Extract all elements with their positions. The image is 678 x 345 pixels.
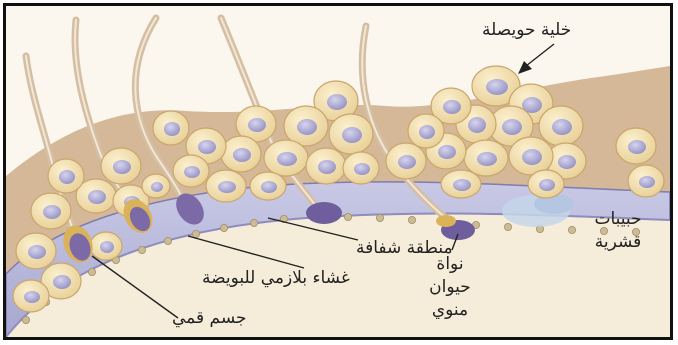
label-sperm-nucleus-line2: حيوان (420, 277, 480, 297)
leader-follicle-cell (526, 44, 554, 66)
follicle-cell-nucleus (43, 205, 61, 219)
follicle-cell (13, 280, 49, 312)
cortical-granule (250, 219, 257, 226)
label-follicle-cell: خلية حويصلة (482, 20, 571, 40)
follicle-cell-nucleus (184, 166, 200, 178)
follicle-cell (528, 170, 564, 198)
follicle-cell (386, 143, 426, 179)
follicle-cell-nucleus (261, 181, 277, 193)
follicle-cell-nucleus (468, 117, 486, 133)
cortical-granule (504, 223, 511, 230)
cortical-granule (220, 224, 227, 231)
follicle-cell (16, 233, 56, 269)
cortical-granule (344, 213, 351, 220)
follicle-cell-nucleus (59, 170, 75, 184)
follicle-cell-nucleus (327, 94, 347, 110)
follicle-cell-nucleus (24, 291, 40, 303)
follicle-cell-nucleus (477, 152, 497, 166)
label-acrosome: جسم قمي (172, 308, 247, 328)
follicle-cell (90, 232, 122, 260)
follicle-cell (48, 159, 84, 193)
follicle-cell (264, 140, 308, 176)
follicle-cell-nucleus (318, 160, 336, 174)
cortical-granule (192, 230, 199, 237)
follicle-cell (206, 170, 246, 202)
follicle-cell (221, 136, 261, 172)
cortical-granule (88, 268, 95, 275)
follicle-cell-nucleus (628, 140, 646, 154)
follicle-cell-nucleus (552, 119, 572, 135)
follicle-cell (441, 170, 481, 198)
follicle-cell-nucleus (539, 179, 555, 191)
follicle-cell-nucleus (53, 275, 71, 289)
cortical-granule (138, 246, 145, 253)
follicle-cell (153, 111, 189, 145)
label-plasma-membrane: غشاء بلازمي للبويضة (202, 268, 350, 288)
follicle-cell-nucleus (100, 241, 114, 253)
label-sperm-nucleus-line3: منوي (420, 300, 480, 320)
follicle-cell-nucleus (277, 152, 297, 166)
follicle-cell-nucleus (151, 182, 163, 192)
follicle-cell (464, 140, 508, 176)
follicle-cell-nucleus (639, 176, 655, 188)
follicle-cell (616, 128, 656, 164)
sperm-head-4 (306, 202, 342, 224)
cortical-granule (22, 316, 29, 323)
follicle-cell-nucleus (218, 181, 236, 193)
follicle-cell (509, 137, 553, 175)
follicle-cell (343, 152, 379, 184)
follicle-cell (250, 172, 286, 200)
follicle-cell (101, 148, 141, 184)
follicle-cell-nucleus (522, 149, 542, 165)
follicle-cell-nucleus (164, 122, 180, 136)
cortical-granule (568, 226, 575, 233)
label-sperm-nucleus-line1: نواة (420, 254, 480, 274)
follicle-cell (173, 155, 209, 187)
follicle-cell (408, 114, 444, 148)
follicle-cell (628, 165, 664, 197)
follicle-cell-nucleus (558, 155, 576, 169)
follicle-cell-nucleus (342, 127, 362, 143)
follicle-cell-nucleus (443, 100, 461, 114)
follicle-cell-nucleus (486, 79, 508, 95)
follicle-cell-nucleus (354, 163, 370, 175)
follicle-cell-nucleus (28, 245, 46, 259)
follicle-cell-nucleus (398, 155, 416, 169)
follicle-cell-nucleus (419, 125, 435, 139)
follicle-cell-nucleus (88, 190, 106, 204)
follicle-cell-nucleus (438, 145, 456, 159)
label-cortical-granules-line2: قشرية (588, 232, 648, 252)
follicle-cell (329, 114, 373, 154)
follicle-cell-nucleus (502, 119, 522, 135)
follicle-cell-nucleus (297, 119, 317, 135)
follicle-cell-nucleus (113, 160, 131, 174)
label-cortical-granules-line1: حبيبات (588, 209, 648, 229)
cortical-granule (408, 216, 415, 223)
follicle-cell-nucleus (453, 179, 471, 191)
follicle-cell-nucleus (198, 140, 216, 154)
follicle-cell (306, 148, 346, 184)
follicle-cell-nucleus (233, 148, 251, 162)
cortical-granule (376, 214, 383, 221)
follicle-cell (31, 193, 71, 229)
cortical-granule (164, 237, 171, 244)
follicle-cell (142, 174, 170, 198)
follicle-cell-nucleus (248, 118, 266, 132)
diagram-frame: خلية حويصلة حبيبات قشرية منطقة شفافة نوا… (3, 3, 673, 340)
follicle-cell (539, 106, 583, 146)
